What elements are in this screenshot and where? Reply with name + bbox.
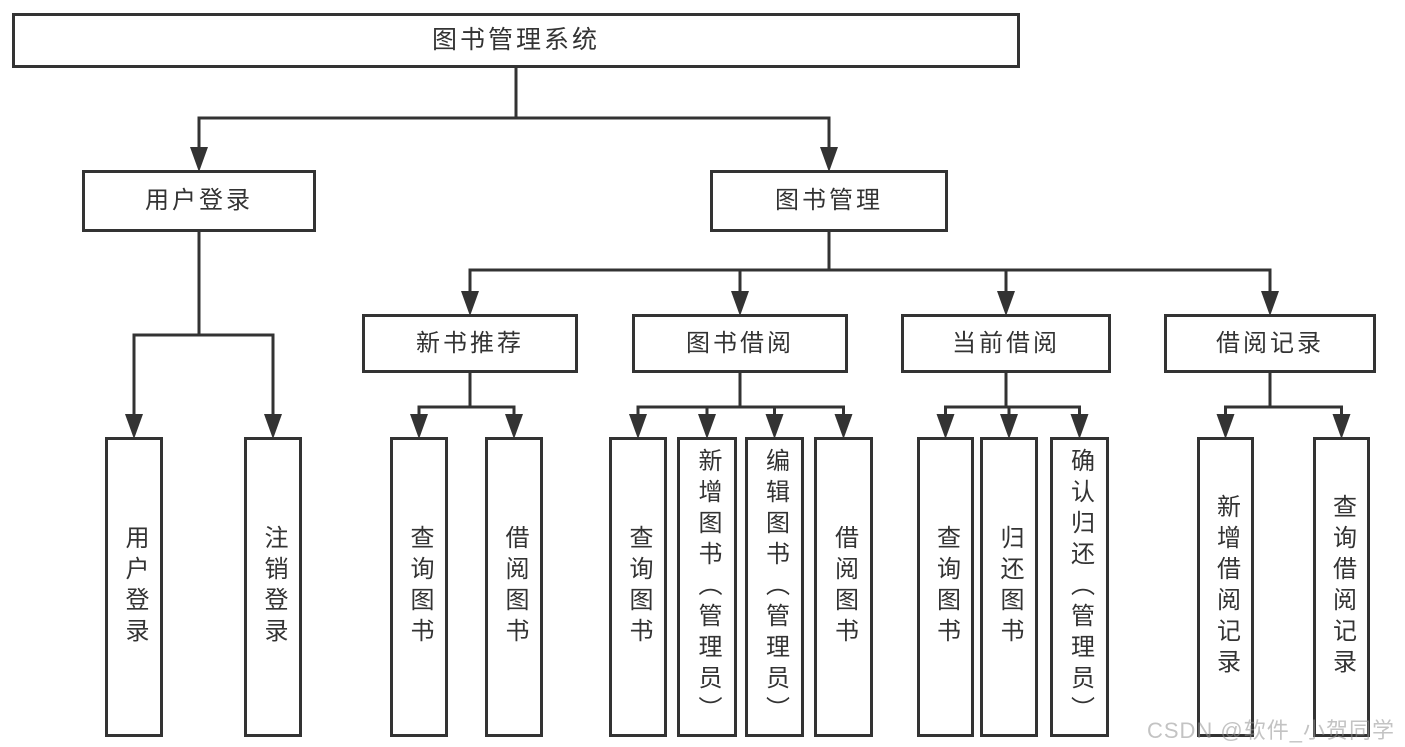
leaf-logout-node: 注销登录 <box>244 437 302 737</box>
arrowhead-icon <box>820 147 838 172</box>
leaf-add-borrow-record-label: 新增借阅记录 <box>1212 494 1240 680</box>
arrowhead-icon <box>410 414 428 439</box>
root-label: 图书管理系统 <box>431 26 600 55</box>
leaf-query-book-current-label: 查询图书 <box>932 525 960 649</box>
arrowhead-icon <box>461 291 479 316</box>
leaf-borrow-book-rec-label: 借阅图书 <box>501 525 528 649</box>
leaf-return-book-label: 归还图书 <box>996 525 1023 649</box>
arrowhead-icon <box>731 291 749 316</box>
leaf-borrow-book-label: 借阅图书 <box>830 525 858 649</box>
leaf-add-book-admin-node: 新增图书（管理员） <box>677 437 737 737</box>
arrowhead-icon <box>698 414 716 439</box>
leaf-borrow-book-node: 借阅图书 <box>814 437 873 737</box>
leaf-user-login-label: 用户登录 <box>121 525 148 649</box>
leaf-user-login-node: 用户登录 <box>105 437 163 737</box>
arrowhead-icon <box>1070 414 1089 439</box>
book-mgmt-node: 图书管理 <box>710 170 948 232</box>
leaf-add-book-admin-label: 新增图书（管理员） <box>694 447 721 727</box>
arrowhead-icon <box>834 414 853 439</box>
current-borrow-label: 当前借阅 <box>952 329 1060 357</box>
book-borrow-label: 图书借阅 <box>686 329 794 357</box>
new-book-rec-node: 新书推荐 <box>362 314 578 373</box>
user-login-node: 用户登录 <box>82 170 316 232</box>
leaf-query-borrow-record-node: 查询借阅记录 <box>1313 437 1370 737</box>
leaf-add-borrow-record-node: 新增借阅记录 <box>1197 437 1254 737</box>
book-mgmt-label: 图书管理 <box>775 187 883 215</box>
leaf-confirm-return-admin-node: 确认归还（管理员） <box>1050 437 1109 737</box>
user-login-label: 用户登录 <box>145 187 253 215</box>
leaf-return-book-node: 归还图书 <box>980 437 1038 737</box>
leaf-edit-book-admin-label: 编辑图书（管理员） <box>761 447 789 727</box>
current-borrow-node: 当前借阅 <box>901 314 1111 373</box>
leaf-confirm-return-admin-label: 确认归还（管理员） <box>1066 447 1094 727</box>
leaf-query-book-current-node: 查询图书 <box>917 437 974 737</box>
arrowhead-icon <box>997 291 1015 316</box>
csdn-watermark: CSDN @软件_小贺同学 <box>1146 718 1395 743</box>
book-borrow-node: 图书借阅 <box>632 314 848 373</box>
borrow-records-label: 借阅记录 <box>1216 329 1324 357</box>
leaf-query-book-borrow-node: 查询图书 <box>609 437 667 737</box>
leaf-query-book-borrow-label: 查询图书 <box>625 525 652 649</box>
arrowhead-icon <box>936 414 955 439</box>
borrow-records-node: 借阅记录 <box>1164 314 1376 373</box>
arrowhead-icon <box>765 414 784 439</box>
arrowhead-icon <box>629 414 647 439</box>
leaf-query-borrow-record-label: 查询借阅记录 <box>1328 494 1356 680</box>
leaf-edit-book-admin-node: 编辑图书（管理员） <box>745 437 804 737</box>
arrowhead-icon <box>264 414 282 439</box>
root-node: 图书管理系统 <box>12 13 1020 68</box>
arrowhead-icon <box>190 147 208 172</box>
leaf-query-book-rec-label: 查询图书 <box>406 525 433 649</box>
new-book-rec-label: 新书推荐 <box>416 329 524 357</box>
arrowhead-icon <box>1261 291 1279 316</box>
leaf-query-book-rec-node: 查询图书 <box>390 437 448 737</box>
arrowhead-icon <box>1216 414 1235 439</box>
arrowhead-icon <box>1332 414 1351 439</box>
arrowhead-icon <box>1000 414 1018 439</box>
leaf-logout-label: 注销登录 <box>260 525 287 649</box>
arrowhead-icon <box>125 414 143 439</box>
leaf-borrow-book-rec-node: 借阅图书 <box>485 437 543 737</box>
arrowhead-icon <box>505 414 523 439</box>
